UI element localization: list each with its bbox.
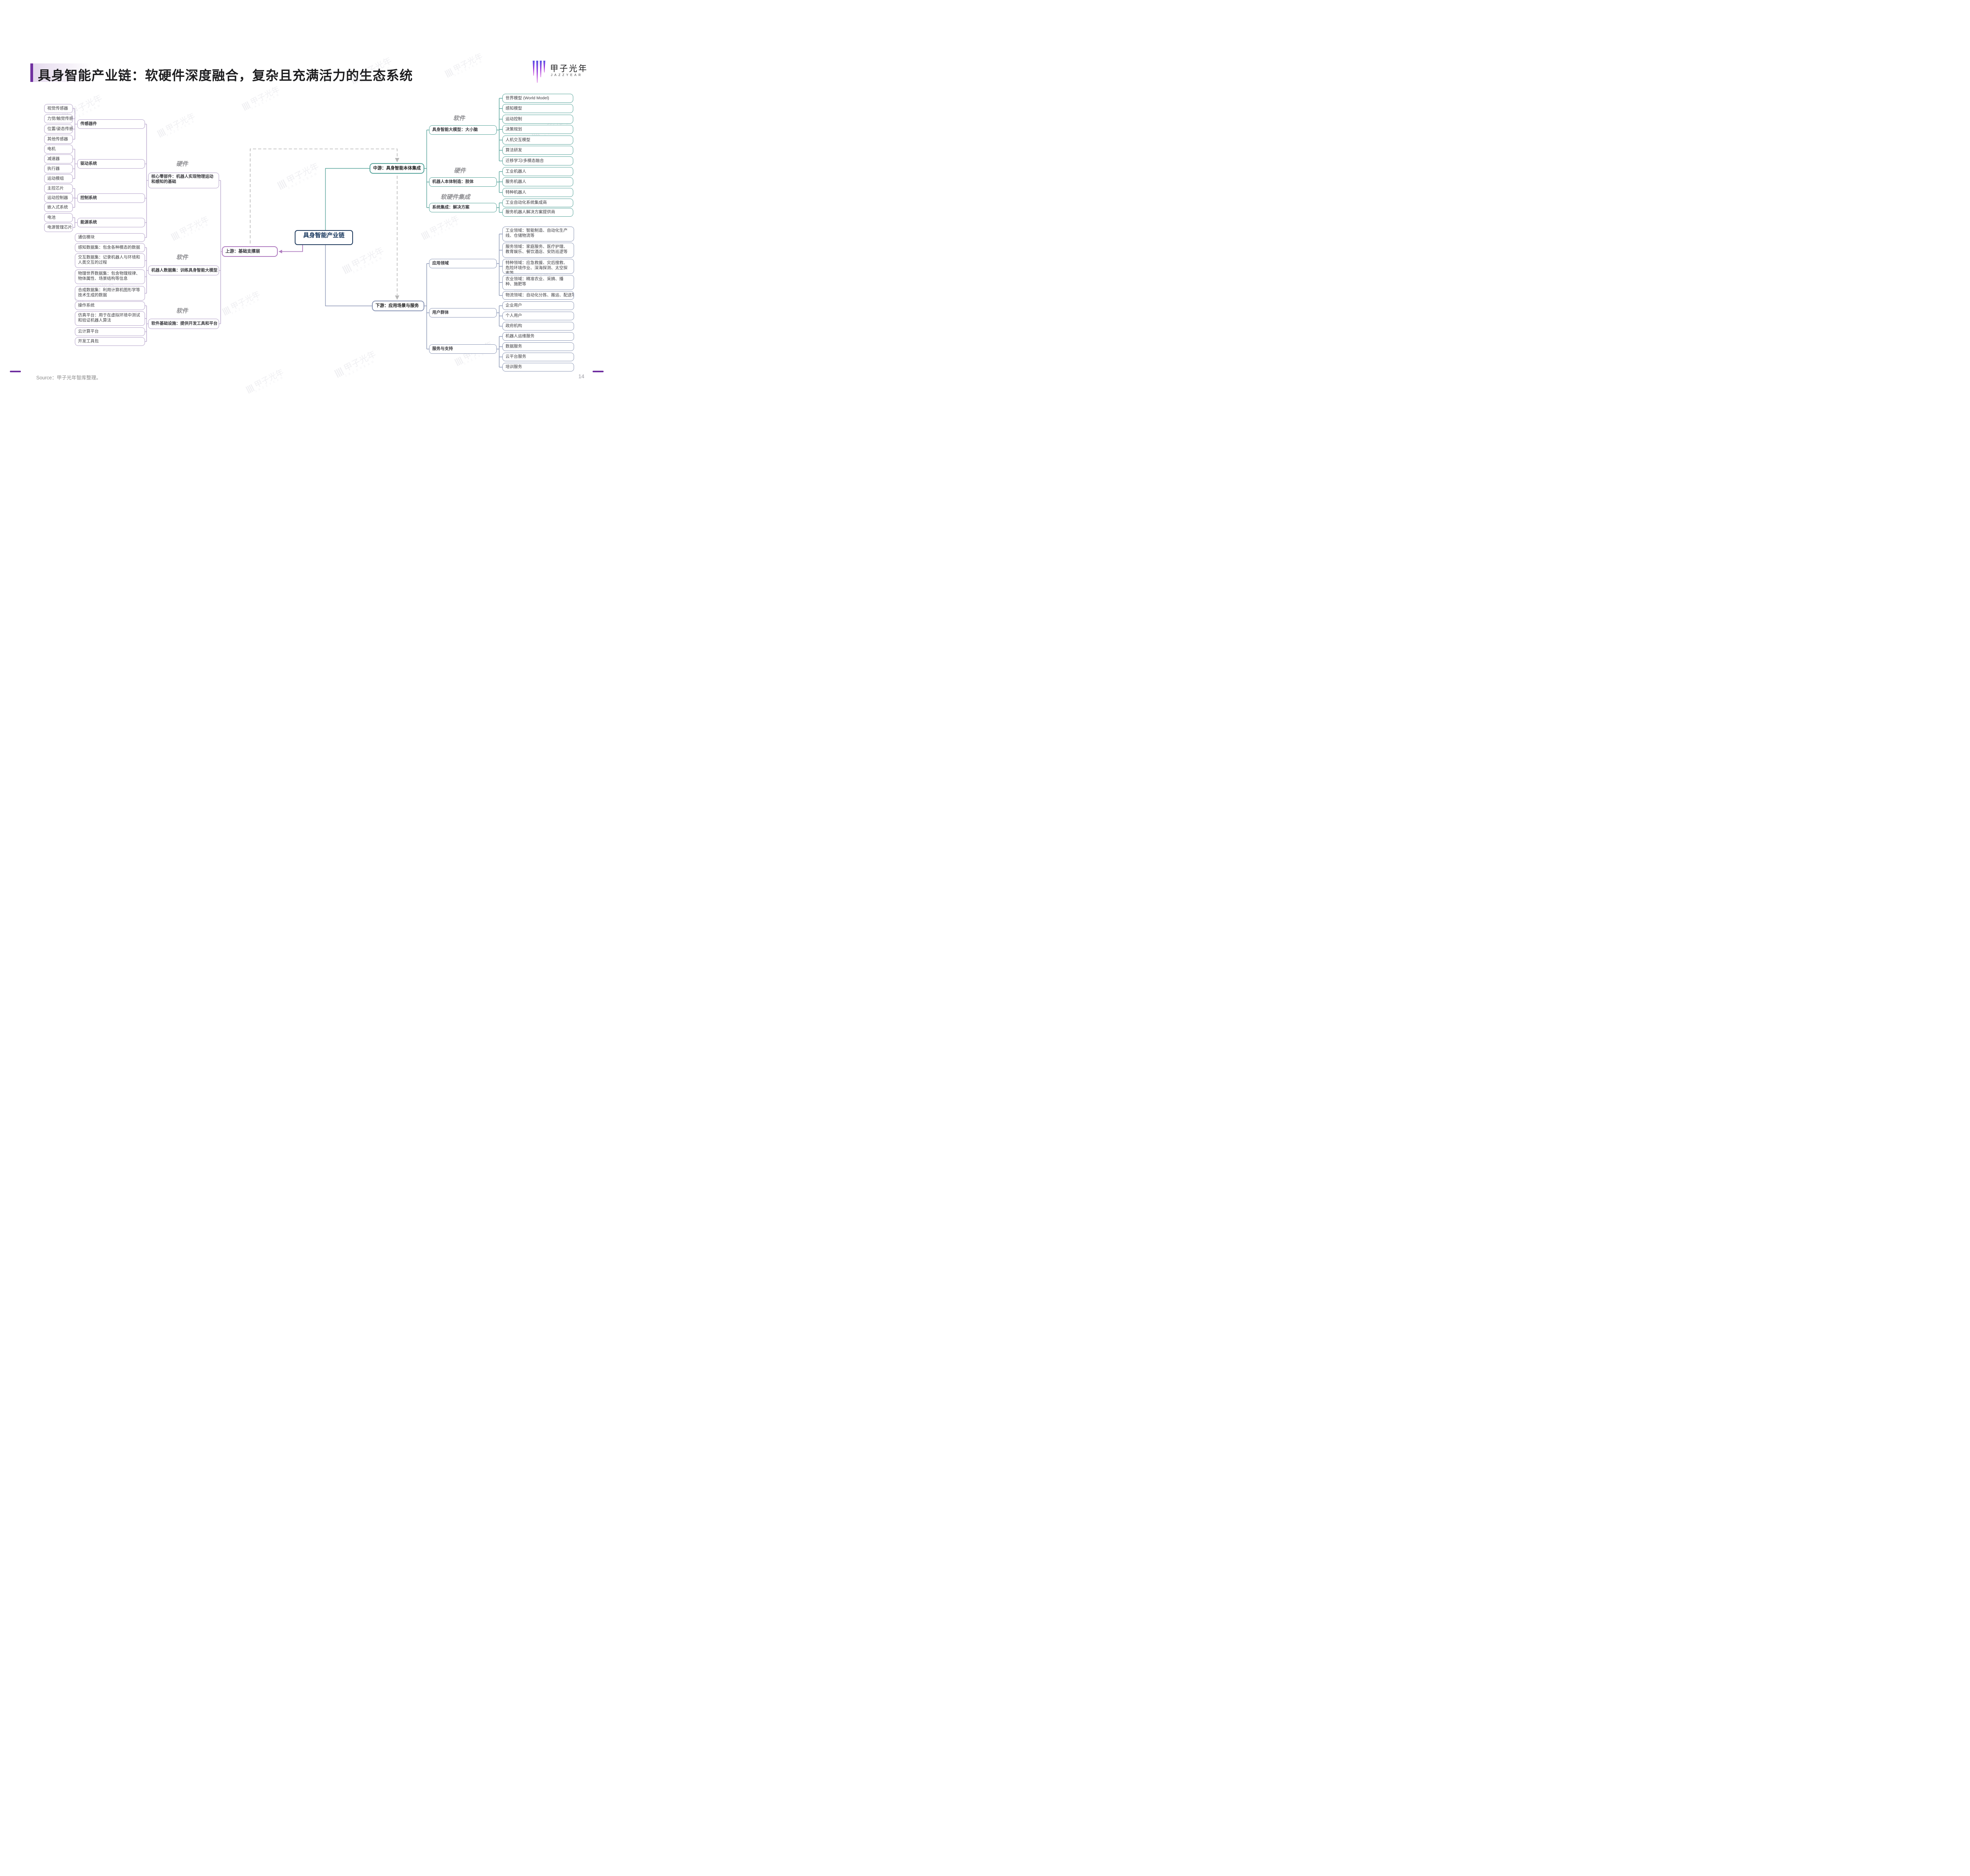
group-label-up-sw1_label: 软件 <box>176 254 188 261</box>
source-note: Source：甲子光年智库整理。 <box>36 375 101 381</box>
node-mid-integ_items-1: 服务机器人解决方案提供商 <box>502 208 573 217</box>
connector-center-to-midstream <box>325 168 370 230</box>
node-down-fields-4: 物流领域：自动化分拣、搬运、配送等 <box>502 291 574 300</box>
node-mid-model_items-2: 运动控制 <box>502 115 573 124</box>
node-mid-model_parent: 具身智能大模型：大小脑 <box>429 125 497 135</box>
logo-bar-icon <box>533 61 535 76</box>
node-up-infra-0: 操作系统 <box>75 301 145 310</box>
node-down-fields_parent: 应用领域 <box>429 259 497 268</box>
node-down-fields-1: 服务领域：家庭服务、医疗护理、教育娱乐、餐饮酒店、安防巡逻等 <box>502 243 574 258</box>
connectors-flow-dashed <box>250 149 400 300</box>
node-up-sensors-items-1: 力觉/触觉传感器 <box>44 114 73 123</box>
node-mid-body_parent: 机器人本体制造：肢体 <box>429 177 497 187</box>
page-number: 14 <box>578 373 585 379</box>
node-down-services_parent: 服务与支持 <box>429 344 497 354</box>
node-up-drive-items-0: 电机 <box>44 145 73 154</box>
title-accent-glow <box>33 63 92 82</box>
corner-dash <box>593 371 604 372</box>
node-mid-model_items-0: 世界模型 (World Model) <box>502 94 573 103</box>
node-up-control-label: 控制系统 <box>77 193 145 203</box>
group-label-up-sw2_label: 软件 <box>176 308 188 314</box>
node-up-datasets-3: 合成数据集：利用计算机图形学等技术生成的数据 <box>75 286 145 301</box>
node-down-users_parent: 用户群体 <box>429 308 497 318</box>
node-up-sensors-items-2: 位置/姿态传感器 <box>44 124 73 134</box>
logo-bar-icon <box>536 61 538 83</box>
node-up-energy-label: 能源系统 <box>77 218 145 227</box>
logo-brand-name: 甲子光年 <box>550 64 588 73</box>
connectors-midstream-teal <box>424 98 502 213</box>
node-up-drive-items-3: 运动模组 <box>44 174 73 183</box>
node-mid-body_items-0: 工业机器人 <box>502 167 573 176</box>
node-mid-model_items-6: 迁移学习/多模态融合 <box>502 156 573 165</box>
group-label-mid-hw_label: 硬件 <box>454 168 466 174</box>
node-mid-model_items-1: 感知模型 <box>502 104 573 113</box>
connector-lines <box>73 98 502 368</box>
node-up-sensors-label: 传感器件 <box>77 119 145 129</box>
node-center: 具身智能产业链 <box>295 230 353 245</box>
node-down-services-3: 培训服务 <box>502 363 574 371</box>
node-up-sw2_parent: 软件基础设施：提供开发工具和平台 <box>148 319 219 329</box>
node-streams-upstream: 上游：基础支撑层 <box>222 246 278 257</box>
group-label-mid-integ_label: 软硬件集成 <box>440 194 470 201</box>
node-down-fields-3: 农业领域：精准农业、采摘、播种、施肥等 <box>502 275 574 290</box>
jazzyear-logo: 甲子光年 JAZZYEAR <box>533 59 600 87</box>
node-down-services-1: 数据服务 <box>502 342 574 351</box>
node-streams-downstream: 下游：应用场景与服务 <box>372 301 424 311</box>
node-down-services-0: 机器人运维服务 <box>502 332 574 341</box>
node-down-users-2: 政府机构 <box>502 322 574 331</box>
corner-dash <box>10 371 21 372</box>
logo-bar-icon <box>543 61 545 72</box>
node-down-fields-0: 工业领域：智能制造、自动化生产线、仓储物流等 <box>502 227 574 241</box>
node-mid-model_items-5: 算法研发 <box>502 146 573 155</box>
node-up-sensors-items-0: 视觉传感器 <box>44 104 73 113</box>
node-up-infra-3: 开发工具包 <box>75 337 145 346</box>
node-up-datasets-0: 感知数据集：包含各种模态的数据 <box>75 243 145 252</box>
node-streams-midstream: 中游：具身智能本体集成 <box>370 163 424 174</box>
node-up-infra-1: 仿真平台：用于在虚拟环境中测试和验证机器人算法 <box>75 311 145 326</box>
node-up-drive-items-2: 执行器 <box>44 164 73 173</box>
node-down-users-0: 企业用户 <box>502 301 574 310</box>
node-up-hw_parent: 核心零部件：机器人实现物理运动和感知的基础 <box>148 173 219 188</box>
node-up-control-items-2: 嵌入式系统 <box>44 203 73 212</box>
node-mid-body_items-1: 服务机器人 <box>502 177 573 186</box>
node-up-sw1_parent: 机器人数据集：训练具身智能大模型 <box>148 266 219 275</box>
logo-bar-icon <box>540 61 542 77</box>
node-up-sensors-items-3: 其他传感器 <box>44 135 73 144</box>
node-up-drive-label: 驱动系统 <box>77 159 145 169</box>
node-down-fields-2: 特种领域：应急救援、灾后搜救、危险环境作业、深海探测、太空探索等 <box>502 259 574 274</box>
node-mid-body_items-2: 特种机器人 <box>502 188 573 197</box>
connectors-upstream-purple <box>73 108 222 342</box>
connector-center-to-upstream <box>279 245 303 253</box>
node-mid-model_items-4: 人机交互模型 <box>502 136 573 145</box>
node-down-services-2: 云平台服务 <box>502 353 574 361</box>
node-down-users-1: 个人用户 <box>502 312 574 320</box>
group-label-up-hw_label: 硬件 <box>176 161 188 167</box>
node-mid-model_items-3: 决策规划 <box>502 125 573 134</box>
node-mid-integ_parent: 系统集成：解决方案 <box>429 203 497 212</box>
node-up-datasets-2: 物理世界数据集：包含物理规律、物体属性、场景结构等信息 <box>75 269 145 284</box>
slide-page: 具身智能产业链：软硬件深度融合，复杂且充满活力的生态系统 甲子光年 JAZZYE… <box>0 0 609 430</box>
title-accent-bar <box>30 63 33 82</box>
connectors-downstream-slate <box>424 234 502 368</box>
node-up-energy-items-1: 电源管理芯片 <box>44 223 73 232</box>
node-up-infra-2: 云计算平台 <box>75 327 145 336</box>
node-mid-integ_items-0: 工业自动化系统集成商 <box>502 199 573 207</box>
node-up-energy-items-0: 电池 <box>44 213 73 222</box>
node-up-control-items-1: 运动控制器 <box>44 193 73 202</box>
connector-center-to-downstream <box>325 245 372 306</box>
node-up-drive-items-1: 减速器 <box>44 154 73 163</box>
page-title: 具身智能产业链：软硬件深度融合，复杂且充满活力的生态系统 <box>38 68 413 83</box>
node-up-datasets-1: 交互数据集：记录机器人与环境和人类交互的过程 <box>75 253 145 268</box>
group-label-mid-sw_label: 软件 <box>453 115 465 122</box>
node-up-comm: 通信模块 <box>75 233 145 242</box>
node-up-control-items-0: 主控芯片 <box>44 184 73 193</box>
logo-brand-sub: JAZZYEAR <box>551 73 583 77</box>
